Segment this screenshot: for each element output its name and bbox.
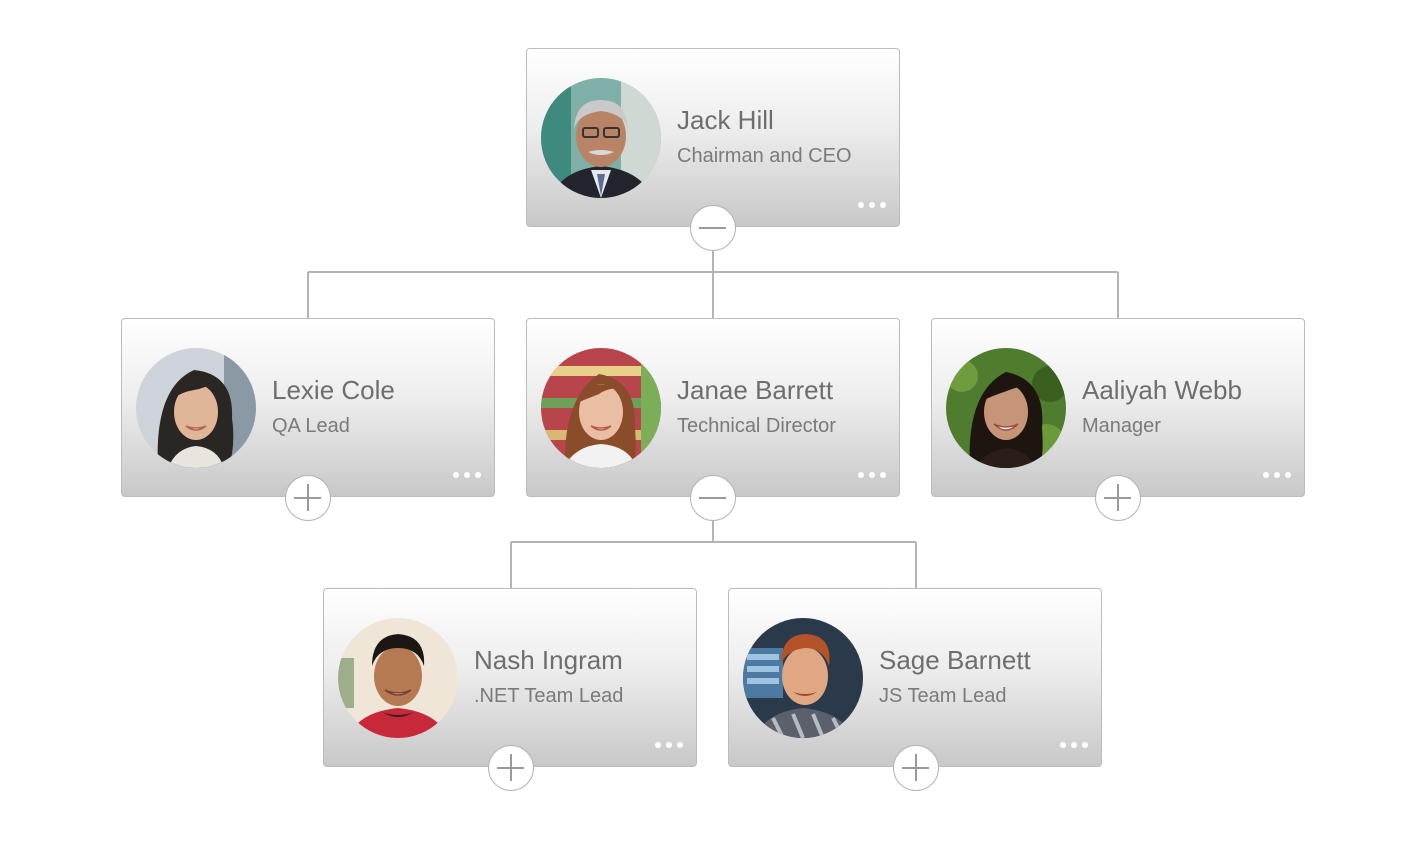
avatar [541, 78, 661, 198]
employee-title: Chairman and CEO [677, 145, 852, 167]
employee-title: Technical Director [677, 415, 836, 437]
org-node-jack-hill[interactable]: Jack Hill Chairman and CEO [526, 48, 900, 227]
org-node-aaliyah-webb[interactable]: Aaliyah Webb Manager [931, 318, 1305, 497]
avatar [743, 618, 863, 738]
more-horizontal-icon[interactable] [855, 467, 889, 483]
avatar [946, 348, 1066, 468]
expand-toggle-nash-ingram[interactable] [488, 745, 534, 791]
employee-name: Aaliyah Webb [1082, 375, 1242, 405]
expand-toggle-lexie-cole[interactable] [285, 475, 331, 521]
collapse-toggle-janae-barrett[interactable] [690, 475, 736, 521]
more-horizontal-icon[interactable] [1057, 737, 1091, 753]
expand-toggle-sage-barnett[interactable] [893, 745, 939, 791]
expand-toggle-aaliyah-webb[interactable] [1095, 475, 1141, 521]
employee-name: Sage Barnett [879, 645, 1031, 675]
employee-title: QA Lead [272, 415, 350, 437]
more-horizontal-icon[interactable] [450, 467, 484, 483]
avatar [136, 348, 256, 468]
collapse-toggle-jack-hill[interactable] [690, 205, 736, 251]
org-node-sage-barnett[interactable]: Sage Barnett JS Team Lead [728, 588, 1102, 767]
employee-title: .NET Team Lead [474, 685, 624, 707]
employee-name: Janae Barrett [677, 375, 834, 405]
org-node-nash-ingram[interactable]: Nash Ingram .NET Team Lead [323, 588, 697, 767]
employee-title: JS Team Lead [879, 685, 1007, 707]
avatar [541, 348, 661, 468]
org-node-janae-barrett[interactable]: Janae Barrett Technical Director [526, 318, 900, 497]
employee-title: Manager [1082, 415, 1161, 437]
employee-name: Nash Ingram [474, 645, 623, 675]
avatar [338, 618, 458, 738]
more-horizontal-icon[interactable] [855, 197, 889, 213]
more-horizontal-icon[interactable] [1260, 467, 1294, 483]
employee-name: Lexie Cole [272, 375, 395, 405]
employee-name: Jack Hill [677, 105, 774, 135]
more-horizontal-icon[interactable] [652, 737, 686, 753]
org-node-lexie-cole[interactable]: Lexie Cole QA Lead [121, 318, 495, 497]
